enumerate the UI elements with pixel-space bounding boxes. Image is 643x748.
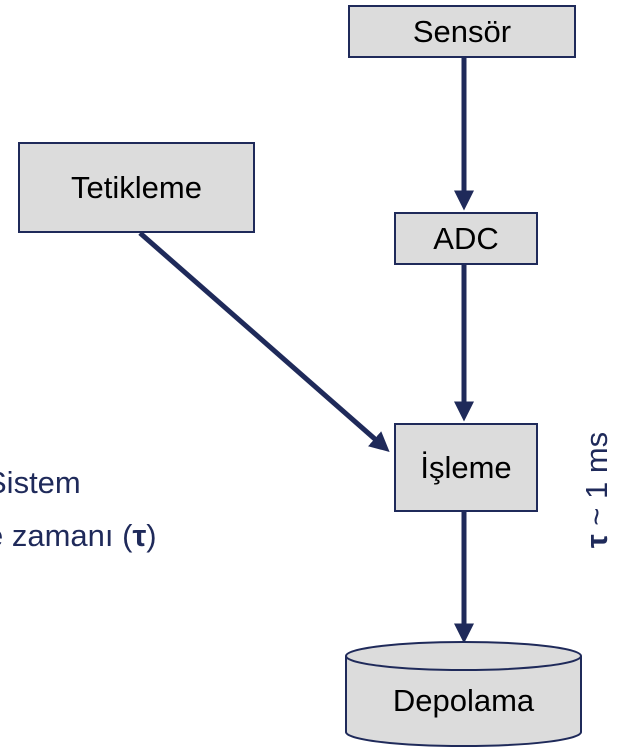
trigger-label: Tetikleme xyxy=(71,170,202,205)
sensor-label: Sensör xyxy=(412,14,512,49)
tau-symbol: τ xyxy=(579,534,614,549)
processing-box: İşleme xyxy=(394,423,538,512)
sensor-box: Sensör xyxy=(348,5,576,58)
tau-value: ~ 1 ms xyxy=(579,431,614,535)
arrow-trigger-to-processing xyxy=(138,231,390,452)
processing-label: İşleme xyxy=(420,450,512,485)
adc-box: ADC xyxy=(394,212,538,265)
side-text-suffix: ) xyxy=(146,518,157,553)
side-text-tau-symbol: τ xyxy=(132,518,147,553)
side-text-prefix: e zamanı ( xyxy=(0,518,133,553)
adc-label: ADC xyxy=(433,221,499,256)
trigger-box: Tetikleme xyxy=(18,142,255,233)
side-text-line2: e zamanı (τ) xyxy=(0,520,157,551)
storage-cylinder xyxy=(345,641,582,748)
side-text-line1: Sistem xyxy=(0,465,81,500)
storage-label: Depolama xyxy=(392,683,535,718)
tau-annotation: τ ~ 1 ms xyxy=(579,432,615,548)
